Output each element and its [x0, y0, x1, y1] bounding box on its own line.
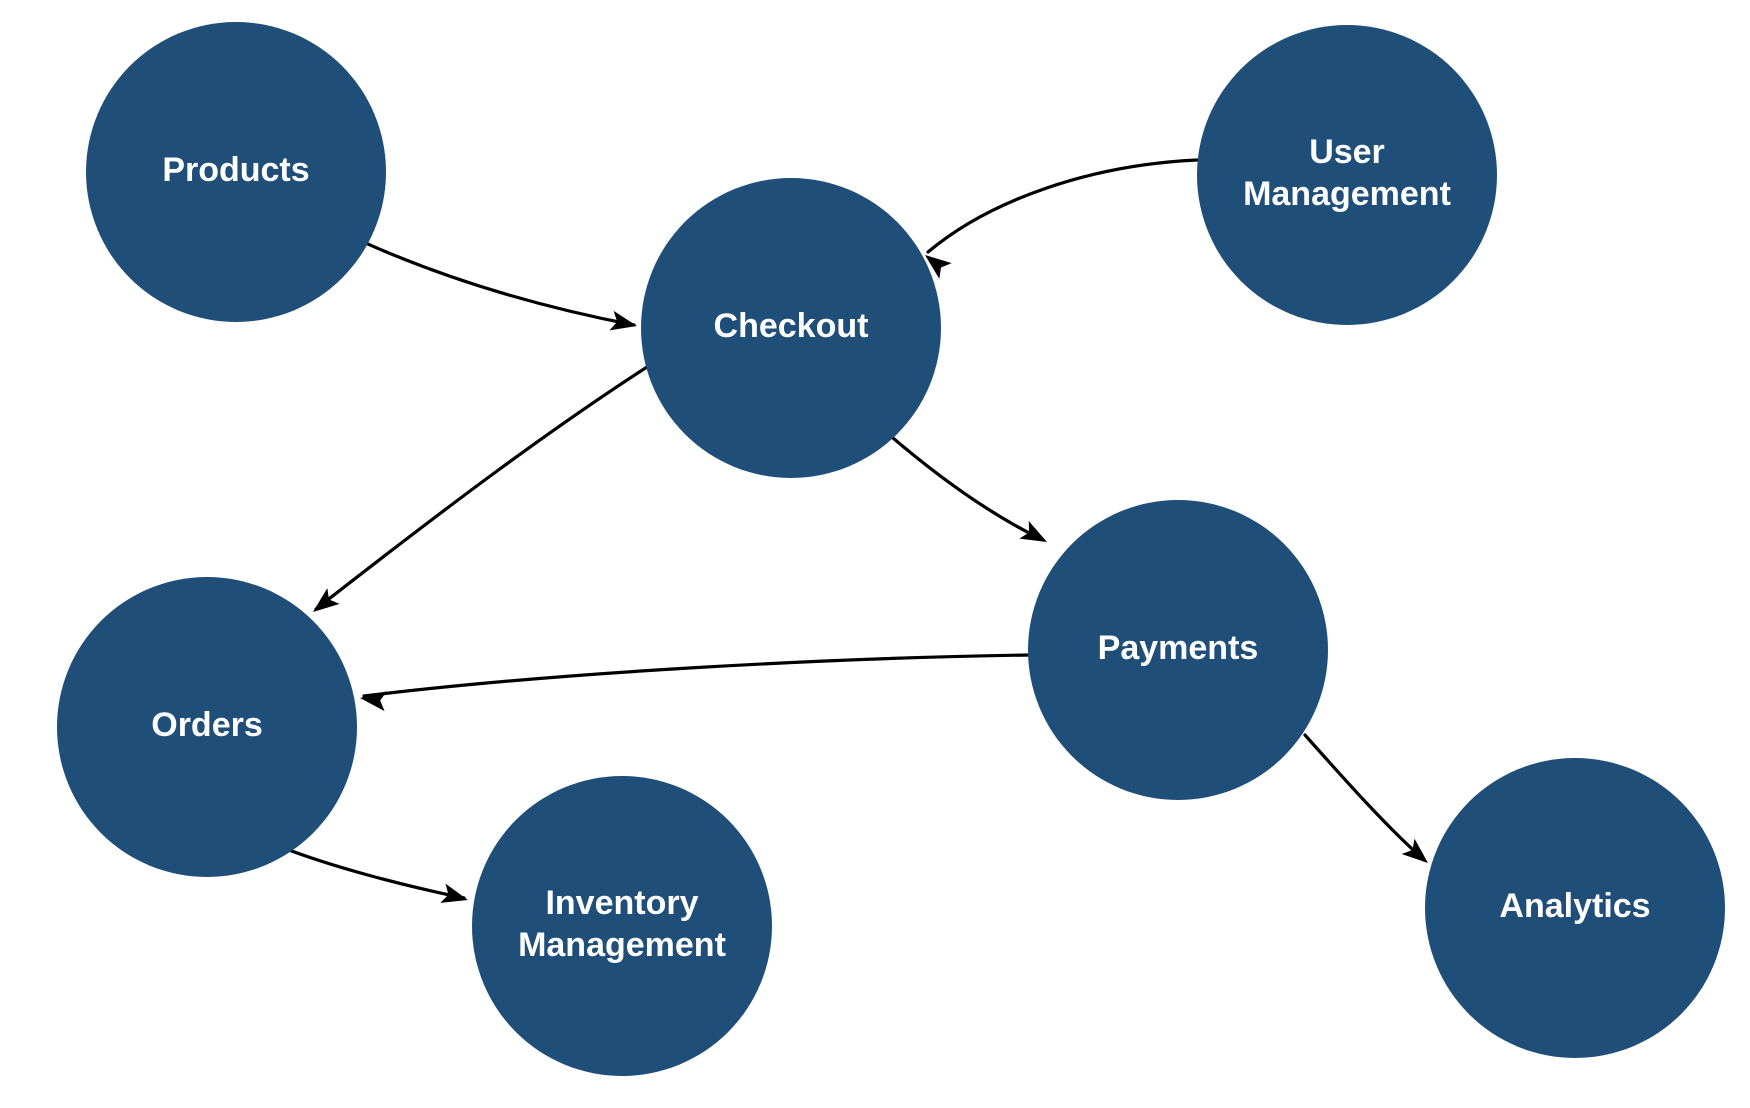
node-payments[interactable]: Payments: [1028, 500, 1328, 800]
node-circle[interactable]: [1028, 500, 1328, 800]
node-checkout[interactable]: Checkout: [641, 178, 941, 478]
node-circle[interactable]: [1197, 25, 1497, 325]
node-orders[interactable]: Orders: [57, 577, 357, 877]
arrow-head-icon: [1019, 520, 1047, 542]
edge-line: [926, 158, 1199, 254]
edge-line: [884, 430, 1045, 542]
edges-layer: [279, 158, 1428, 903]
arrow-head-icon: [360, 691, 388, 712]
node-analytics[interactable]: Analytics: [1425, 758, 1725, 1058]
arrow-head-icon: [440, 883, 468, 903]
edge-line: [331, 226, 636, 327]
edge-checkout-to-payments: [884, 430, 1047, 542]
arrow-head-icon: [1401, 838, 1428, 863]
node-circle[interactable]: [1425, 758, 1725, 1058]
edge-payments-to-analytics: [1303, 733, 1428, 863]
edge-line: [362, 653, 1032, 698]
node-circle[interactable]: [472, 776, 772, 1076]
edge-usermgmt-to-checkout: [925, 158, 1199, 279]
arrow-head-icon: [609, 310, 637, 331]
arrow-head-icon: [313, 588, 340, 612]
node-products[interactable]: Products: [86, 22, 386, 322]
edge-line: [1303, 733, 1426, 862]
node-circle[interactable]: [86, 22, 386, 322]
edge-checkout-to-orders: [313, 341, 687, 612]
node-circle[interactable]: [641, 178, 941, 478]
edge-payments-to-orders: [360, 653, 1032, 712]
node-circle[interactable]: [57, 577, 357, 877]
edge-products-to-checkout: [331, 226, 637, 331]
arrow-head-icon: [925, 255, 952, 279]
edge-line: [314, 341, 687, 611]
edge-orders-to-inventory: [279, 845, 468, 903]
edge-line: [279, 845, 466, 900]
